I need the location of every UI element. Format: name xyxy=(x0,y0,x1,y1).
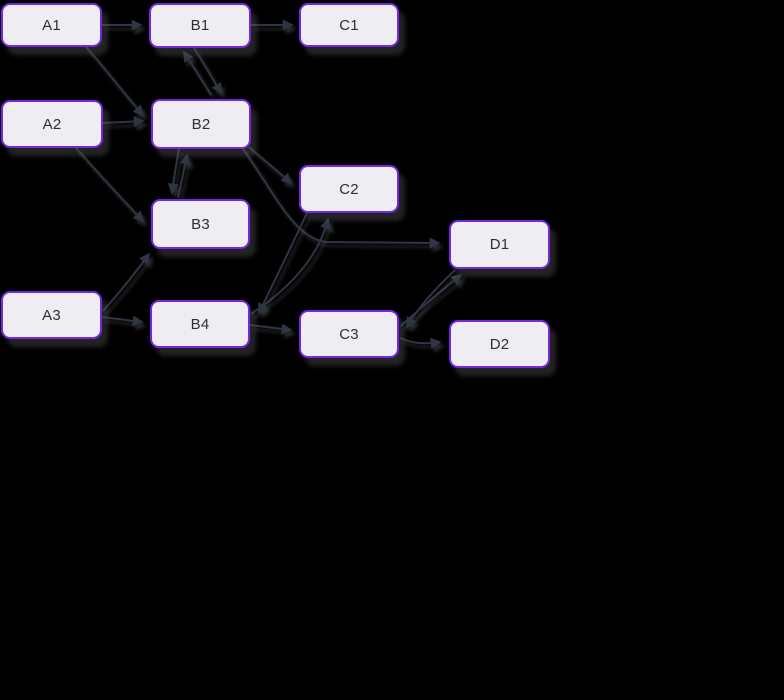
edge-B4-C3 xyxy=(249,323,293,335)
edge-A3-B4 xyxy=(101,315,144,327)
node-B4: B4 xyxy=(150,300,250,348)
node-label: B1 xyxy=(190,17,210,34)
node-label: B3 xyxy=(191,215,210,233)
node-label: C1 xyxy=(339,16,359,34)
edge-C2-B4 xyxy=(258,212,308,315)
node-label: D1 xyxy=(489,236,510,253)
edge-A2-B2 xyxy=(102,115,145,127)
node-label: A3 xyxy=(42,306,61,324)
node-D1: D1 xyxy=(449,220,550,269)
node-C2: C2 xyxy=(299,165,399,213)
node-label: A1 xyxy=(42,16,61,34)
edge-B4-C2 xyxy=(250,217,332,315)
node-A3: A3 xyxy=(1,291,102,339)
edge-A3-B3 xyxy=(102,252,150,312)
node-label: C3 xyxy=(339,325,359,343)
node-C1: C1 xyxy=(299,3,399,47)
edge-C3-D2 xyxy=(399,337,442,349)
node-A2: A2 xyxy=(1,100,103,148)
edge-B2-B1 xyxy=(183,50,212,96)
node-label: D2 xyxy=(489,335,510,353)
node-B3: B3 xyxy=(151,199,250,249)
node-B1: B1 xyxy=(149,3,251,48)
node-label: A2 xyxy=(42,115,62,133)
node-C3: C3 xyxy=(299,310,399,358)
edge-D1-C3 xyxy=(406,269,456,329)
node-label: B2 xyxy=(191,115,211,133)
edge-C3-D1 xyxy=(400,273,463,327)
node-label: B4 xyxy=(190,315,210,333)
edge-B2-C2 xyxy=(248,146,293,185)
edge-group xyxy=(75,19,463,349)
edge-B2-B3 xyxy=(167,148,180,195)
edge-B1-B2 xyxy=(193,47,222,95)
node-B2: B2 xyxy=(151,99,251,149)
node-D2: D2 xyxy=(449,320,550,368)
edge-B2-D1 xyxy=(242,148,441,249)
edge-B3-B2 xyxy=(177,153,191,199)
node-label: C2 xyxy=(339,180,359,198)
edge-A2-B3 xyxy=(75,147,145,223)
node-A1: A1 xyxy=(1,3,102,47)
edge-A1-B2 xyxy=(85,46,145,117)
